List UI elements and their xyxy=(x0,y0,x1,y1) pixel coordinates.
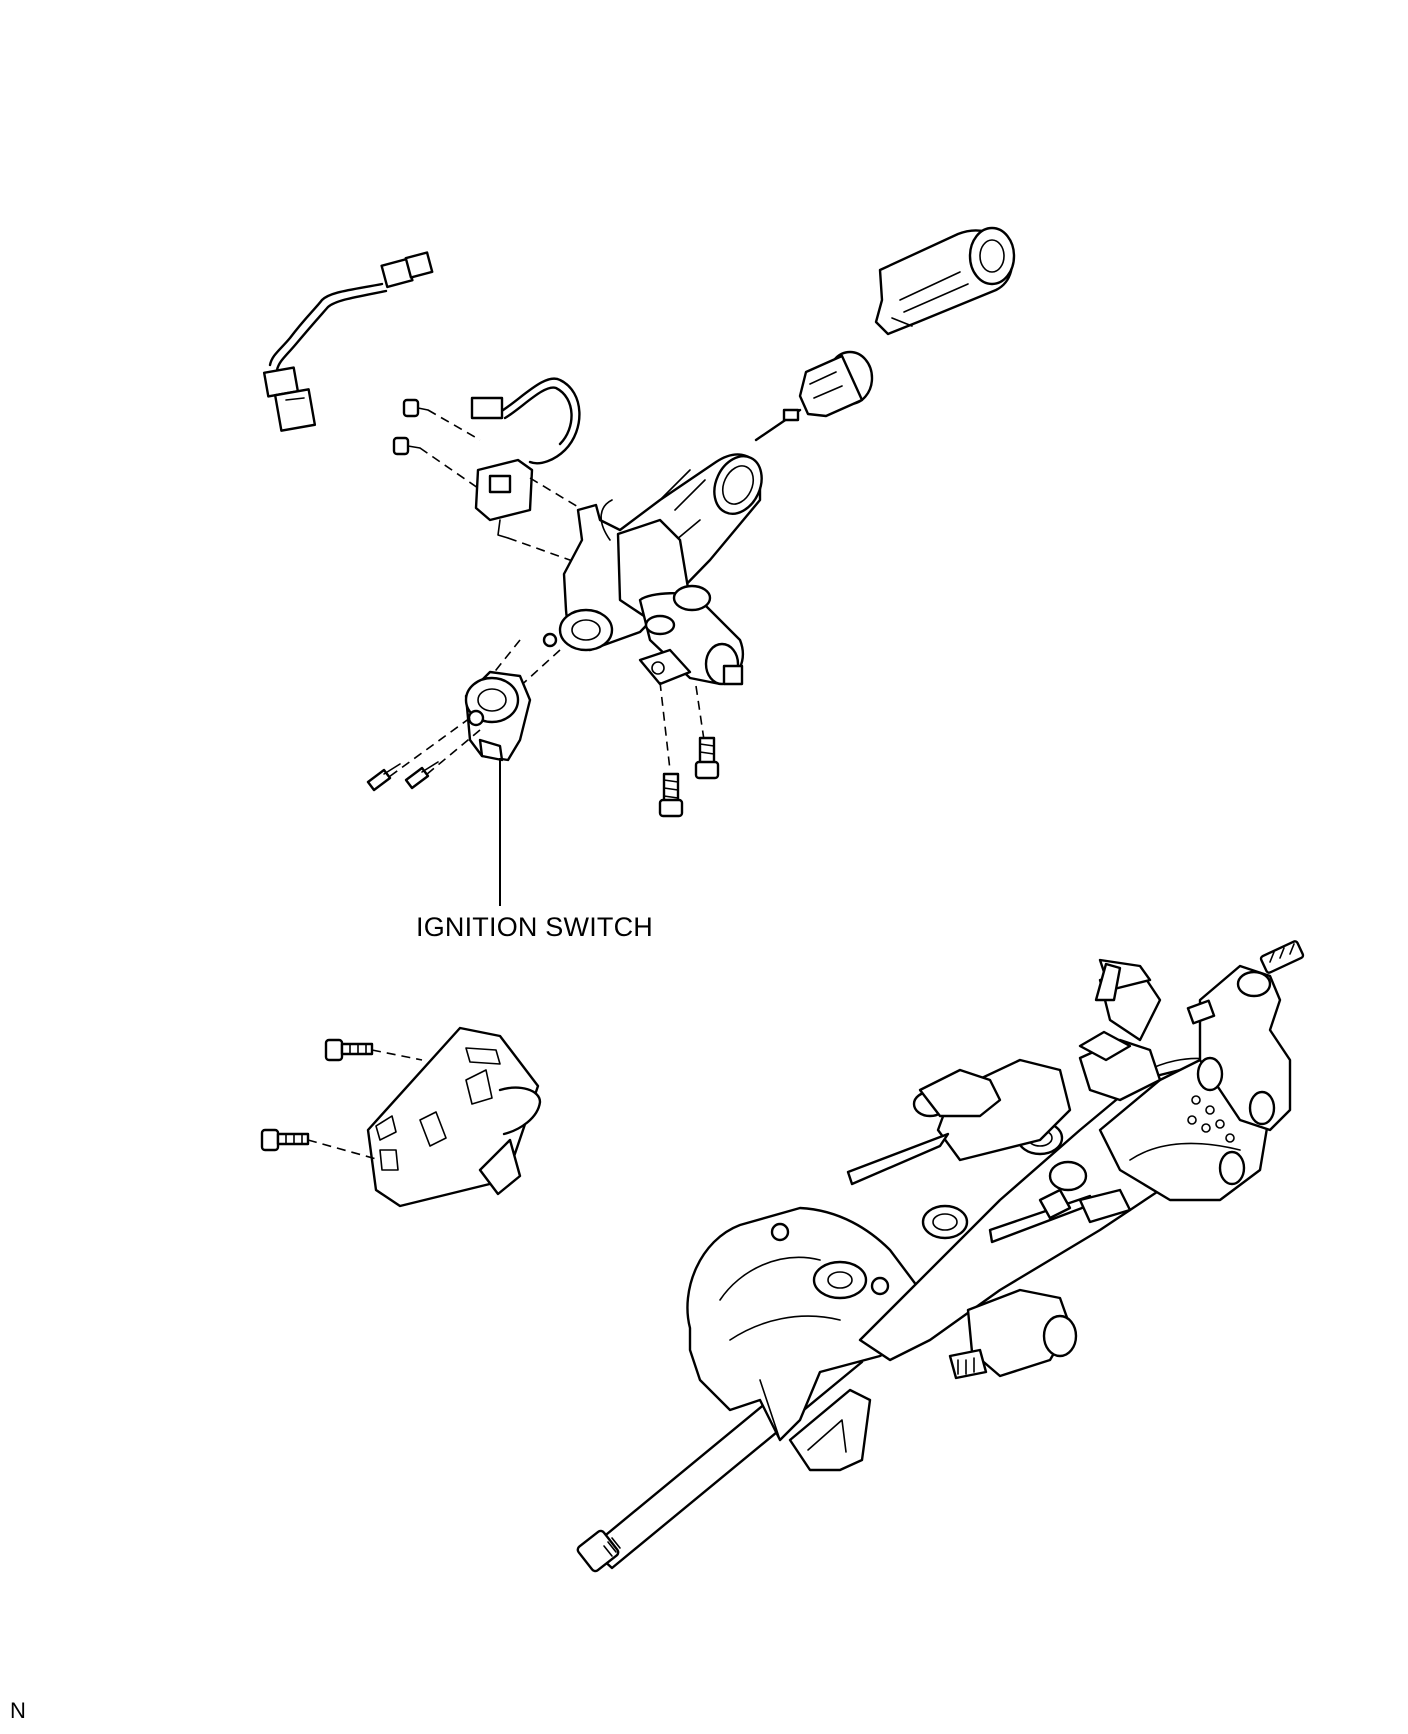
steering-column-assembly-icon xyxy=(576,940,1305,1573)
key-unlock-warning-switch-icon xyxy=(470,377,581,539)
bolt-icon xyxy=(658,736,720,818)
ecu-module-icon xyxy=(366,1026,542,1208)
wire-harness-connector-icon xyxy=(262,251,434,432)
figure-code-label: N xyxy=(10,1698,27,1723)
key-cylinder-icon xyxy=(754,350,874,442)
screw-icon xyxy=(392,398,429,456)
key-cylinder-housing-icon xyxy=(874,226,1016,336)
steering-lock-housing-icon xyxy=(542,453,763,686)
ignition-switch-icon xyxy=(464,670,532,762)
screw-icon xyxy=(366,761,439,792)
bolt-icon xyxy=(260,1038,374,1152)
ignition-switch-callout-label: IGNITION SWITCH xyxy=(416,912,653,942)
